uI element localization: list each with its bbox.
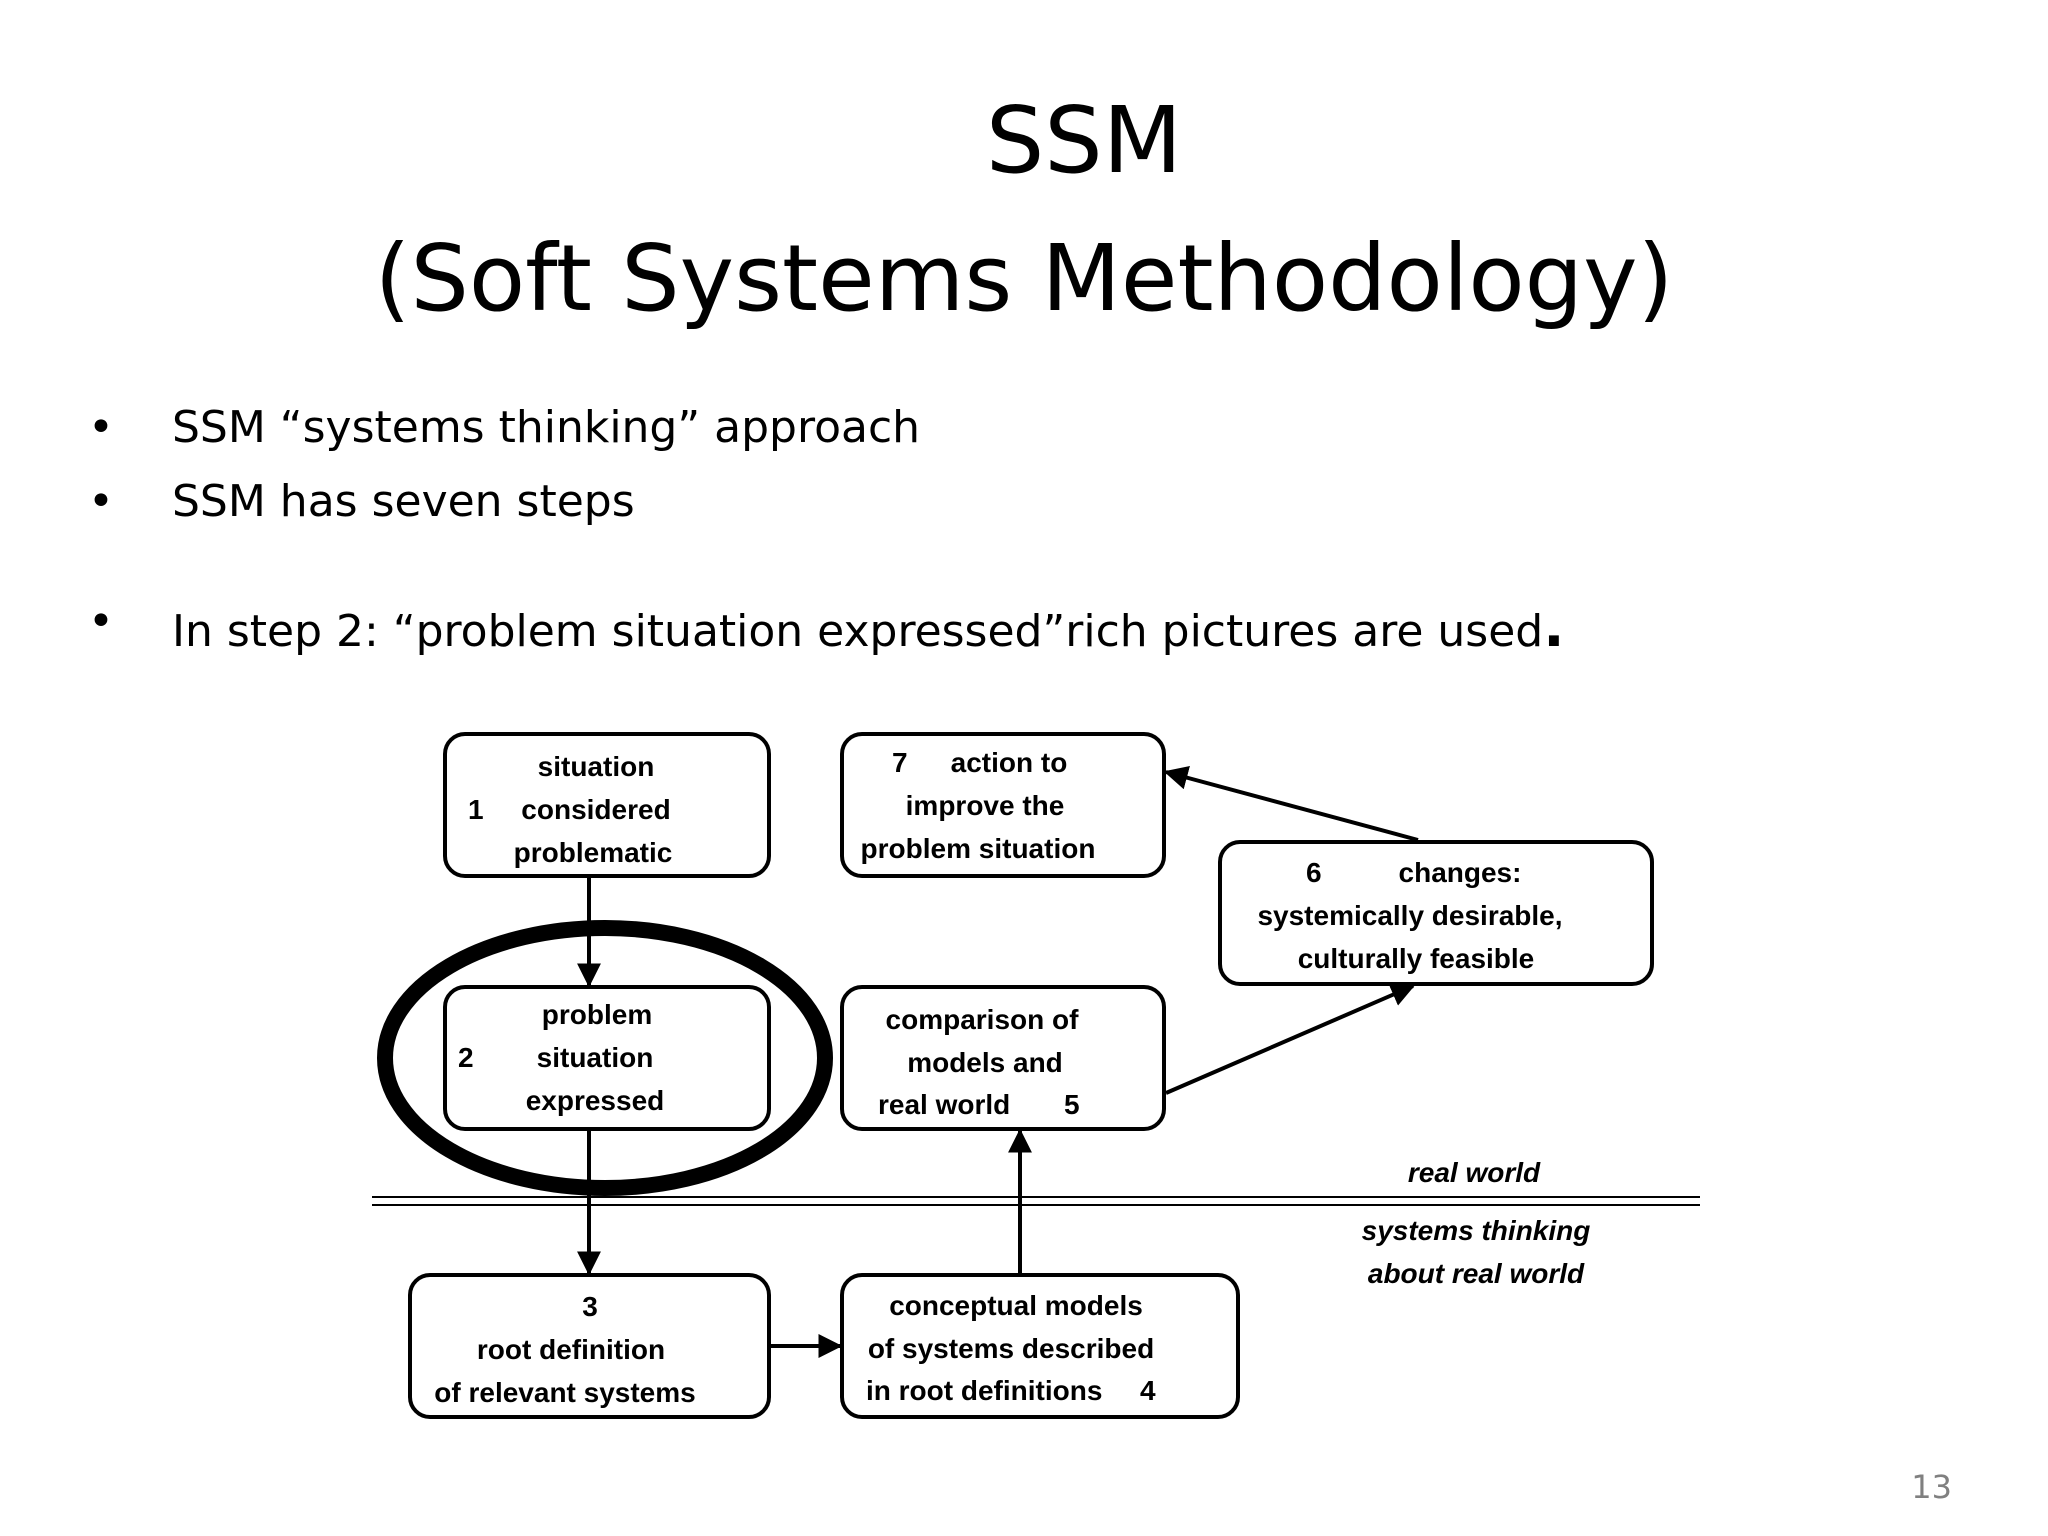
step-7-line: action to	[951, 747, 1068, 778]
step-2-highlight-ellipse	[377, 920, 833, 1196]
step-4-line: in root definitions	[866, 1375, 1102, 1406]
slide-title-line2: (Soft Systems Methodology)	[374, 225, 1674, 332]
step-1-line: problematic	[514, 837, 673, 868]
step-3-number: 3	[582, 1291, 598, 1322]
bullet-marker: •	[88, 596, 114, 647]
step-6-line: culturally feasible	[1298, 943, 1535, 974]
bullet-text-wrapper: In step 2: “problem situation expressed”…	[172, 600, 1564, 656]
bullet-text: SSM “systems thinking” approach	[172, 402, 921, 453]
step-6-box: 6 changes: systemically desirable, cultu…	[1218, 840, 1654, 986]
step-4-line: conceptual models	[889, 1290, 1143, 1321]
step-1-box: situation 1 considered problematic	[443, 732, 771, 878]
step-5-number: 5	[1064, 1089, 1080, 1120]
step-7-number: 7	[892, 747, 908, 778]
step-5-line: real world	[878, 1089, 1010, 1120]
step-3-box: 3 root definition of relevant systems	[408, 1273, 771, 1419]
step-3-line: root definition	[477, 1334, 665, 1365]
step-4-box: conceptual models of systems described i…	[840, 1273, 1240, 1419]
step-3-line: of relevant systems	[434, 1377, 695, 1408]
step-4-line: of systems described	[868, 1333, 1154, 1364]
slide-title-line1: SSM	[985, 87, 1183, 194]
step-1-number: 1	[468, 794, 484, 825]
bullet-marker: •	[88, 476, 114, 527]
bullet-text: SSM has seven steps	[172, 476, 635, 527]
step-7-box: 7 action to improve the problem situatio…	[840, 732, 1166, 878]
step-5-line: models and	[907, 1047, 1063, 1078]
real-world-label: real world	[1408, 1157, 1541, 1188]
systems-thinking-label: about real world	[1368, 1258, 1585, 1289]
step-7-line: improve the	[906, 790, 1065, 821]
bullet-period: .	[1543, 595, 1565, 660]
arrow-6-to-7	[1163, 766, 1419, 842]
step-6-line: changes:	[1399, 857, 1522, 888]
arrow-5-to-6	[1165, 983, 1416, 1095]
bullet-marker: •	[88, 402, 114, 453]
systems-thinking-label: systems thinking	[1362, 1215, 1591, 1246]
step-5-box: comparison of models and real world 5	[840, 985, 1166, 1131]
step-2-number: 2	[458, 1042, 474, 1073]
step-2-box: problem 2 situation expressed	[443, 985, 771, 1131]
step-2-line: problem	[542, 999, 652, 1030]
step-1-line: considered	[521, 794, 670, 825]
step-1-line: situation	[538, 751, 655, 782]
real-world-divider	[372, 1196, 1700, 1206]
step-6-line: systemically desirable,	[1257, 900, 1562, 931]
step-4-number: 4	[1140, 1375, 1156, 1406]
step-2-line: expressed	[526, 1085, 665, 1116]
page-number: 13	[1911, 1468, 1952, 1506]
step-7-line: problem situation	[861, 833, 1096, 864]
bullet-text: In step 2: “problem situation expressed”…	[172, 606, 1544, 657]
step-6-number: 6	[1306, 857, 1322, 888]
step-5-line: comparison of	[886, 1004, 1080, 1035]
step-2-line: situation	[537, 1042, 654, 1073]
